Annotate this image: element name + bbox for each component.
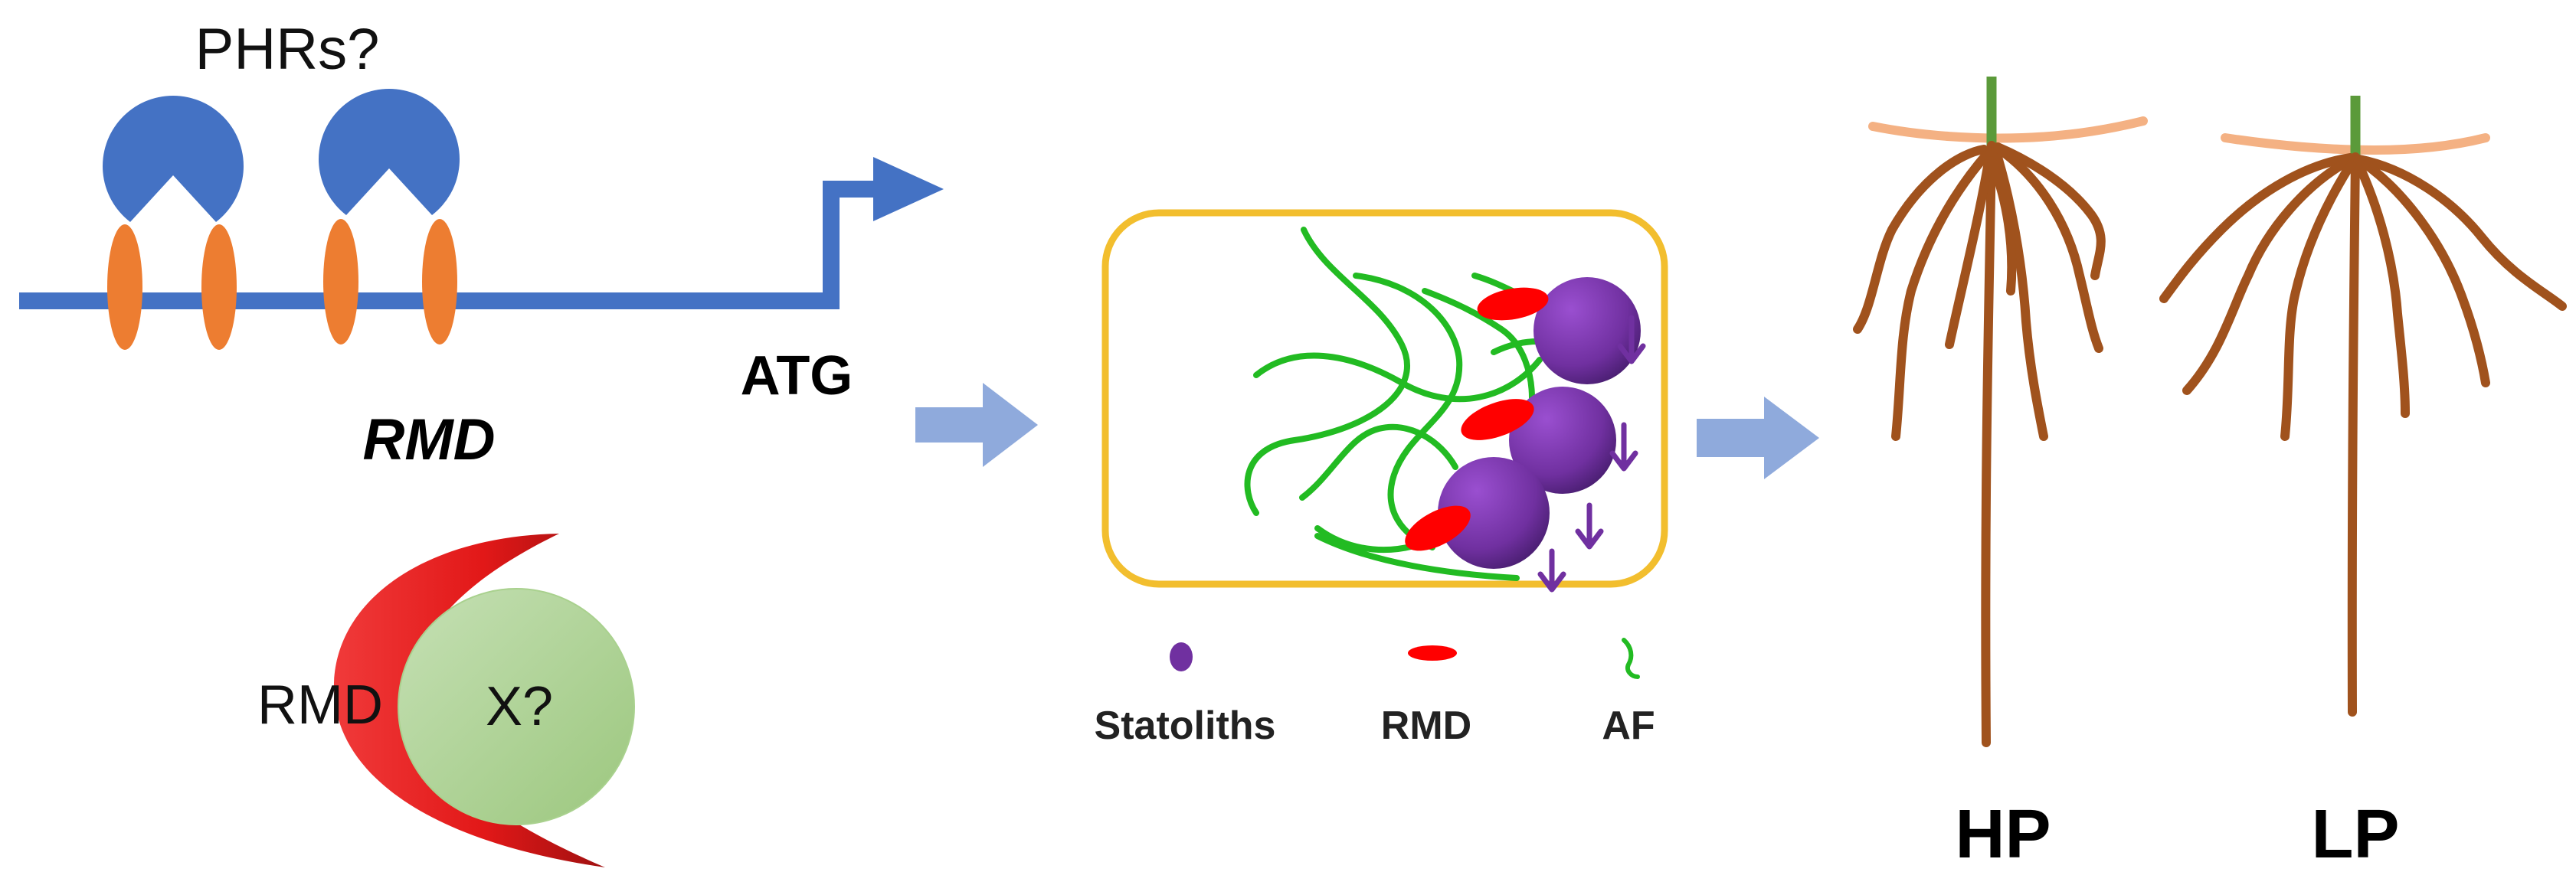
cell-legend: Statoliths RMD AF (1095, 638, 1655, 748)
lateral-root (2280, 156, 2358, 441)
complex-x-label: X? (486, 676, 553, 737)
lateral-root (2355, 155, 2567, 311)
hp-root-system: HP (1853, 77, 2148, 872)
lateral-root (1991, 145, 2048, 441)
flow-arrow-icon (1697, 397, 1819, 479)
soil-line (1868, 116, 2148, 143)
rmd-protein (1405, 505, 1471, 551)
lateral-root (1993, 142, 2106, 280)
actin-filament (1353, 273, 1463, 550)
lp-roots (2159, 152, 2567, 717)
rmd-protein (1461, 399, 1534, 440)
primary-root (2347, 152, 2360, 717)
rmd-gene-label: RMD (362, 407, 495, 472)
binding-site (422, 219, 457, 345)
down-arrow-icon (1537, 548, 1566, 593)
binding-site (323, 219, 358, 345)
actin-filament (1253, 352, 1543, 403)
phrs-label: PHRs? (195, 17, 380, 82)
binding-site (107, 224, 142, 350)
actin-filament (1299, 423, 1458, 501)
down-arrow-icon (1609, 422, 1638, 472)
flow-arrow-icon (915, 383, 1038, 467)
actin-filament (1422, 288, 1535, 401)
sedimentation-arrows (1537, 315, 1646, 593)
lateral-root (2353, 158, 2410, 418)
cell-wall (1101, 209, 1668, 588)
rmd-legend-icon (1408, 645, 1457, 661)
lateral-root (2182, 155, 2356, 395)
down-arrow-icon (1617, 315, 1646, 364)
complex-rmd-label: RMD (257, 674, 383, 736)
lateral-root (1853, 145, 1988, 334)
rmd-protein-shape (333, 534, 605, 867)
hp-label: HP (1955, 796, 2051, 872)
actin-filament-legend-icon (1622, 638, 1640, 679)
rmd-protein (1477, 287, 1549, 321)
transcription-start-arrow-icon (873, 157, 944, 221)
binding-site (201, 224, 237, 350)
lp-root-system: LP (2159, 96, 2567, 872)
columella-cell-panel: Statoliths RMD AF (1095, 209, 1668, 748)
legend-af-label: AF (1602, 704, 1655, 748)
statolith (1509, 387, 1616, 494)
statolith (1533, 277, 1641, 384)
atg-label: ATG (741, 345, 853, 407)
hp-roots (1853, 141, 2106, 747)
lp-label: LP (2311, 796, 2399, 872)
down-arrow-icon (1575, 502, 1604, 550)
statolith-legend-icon (1170, 642, 1193, 671)
legend-rmd-label: RMD (1381, 704, 1471, 748)
partner-x-protein (398, 588, 635, 825)
lateral-root (2356, 156, 2490, 387)
lateral-root (1945, 149, 1995, 349)
primary-root (1981, 141, 1996, 747)
statolith (1438, 457, 1550, 569)
actin-filament (1314, 533, 1520, 581)
actin-filament (1244, 227, 1410, 516)
lateral-root (2159, 153, 2355, 303)
rmd-x-complex: RMD X? (257, 534, 635, 867)
lateral-root (1987, 156, 2017, 296)
phr-protein-icon (103, 96, 244, 222)
legend-statoliths-label: Statoliths (1095, 704, 1276, 748)
lateral-root (1995, 145, 2103, 353)
lateral-root (1891, 149, 1992, 441)
promoter-panel: PHRs? RMD ATG (19, 17, 944, 472)
soil-line (2221, 133, 2490, 155)
phr-protein-icon (319, 89, 460, 215)
